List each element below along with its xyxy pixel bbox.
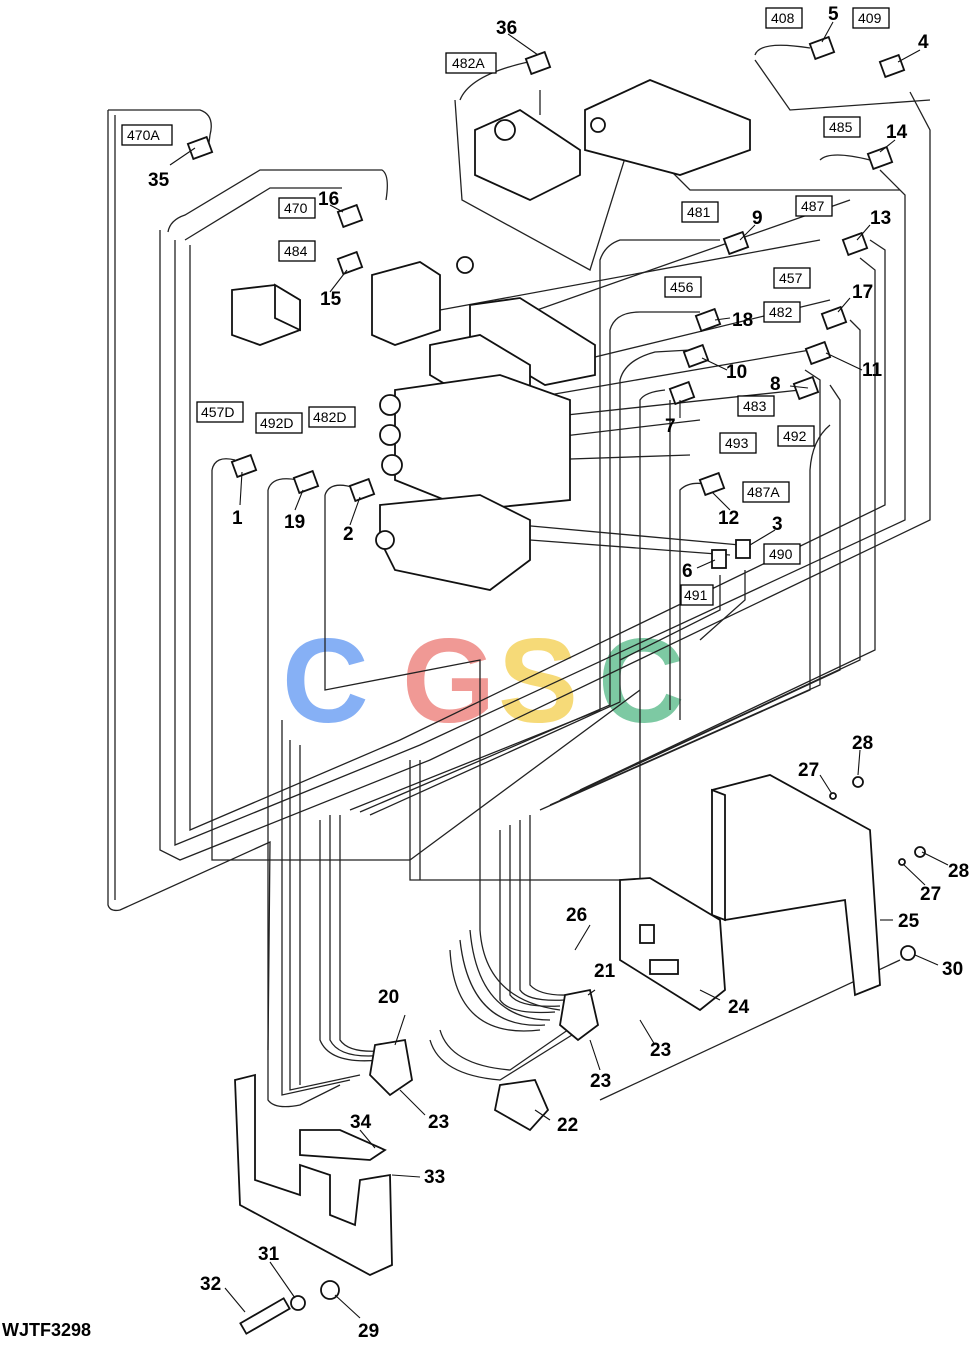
callout-1: 1 — [232, 508, 243, 529]
wire-label-481: 481 — [687, 204, 711, 220]
callout-10: 10 — [726, 362, 747, 383]
wire-label-457D: 457D — [201, 404, 234, 420]
wire-label-408: 408 — [771, 10, 795, 26]
leader-lines — [169, 21, 949, 1319]
callout-34: 34 — [350, 1112, 372, 1133]
callout-20: 20 — [378, 987, 399, 1008]
wire-label-409: 409 — [858, 10, 882, 26]
wire-label-482A: 482A — [452, 55, 485, 71]
wire-label-487: 487 — [801, 198, 825, 214]
wire-label-box — [308, 406, 356, 428]
wire-label-box — [773, 267, 811, 289]
wire-label-box — [823, 116, 861, 138]
wire-label-box — [737, 395, 775, 417]
connector-set — [186, 35, 906, 569]
callout-12: 12 — [718, 508, 739, 529]
wire-label-492: 492 — [783, 428, 807, 444]
figure-id: WJTF3298 — [2, 1320, 92, 1340]
callout-8: 8 — [770, 374, 781, 395]
wire-label-484: 484 — [284, 243, 308, 259]
wire-label-box — [795, 195, 833, 217]
callout-15: 15 — [320, 289, 342, 310]
callout-28: 28 — [948, 861, 969, 882]
wire-label-456: 456 — [670, 279, 694, 295]
callout-6: 6 — [682, 561, 693, 582]
wire-label-box — [719, 432, 757, 454]
wire-label-box — [196, 401, 244, 423]
wire-label-470A: 470A — [127, 127, 160, 143]
wire-label-470: 470 — [284, 200, 308, 216]
callout-22: 22 — [557, 1115, 578, 1136]
callout-35: 35 — [148, 170, 170, 191]
callout-7: 7 — [665, 416, 676, 437]
callout-27: 27 — [920, 884, 941, 905]
watermark-letter-3: S — [498, 614, 578, 748]
wire-label-490: 490 — [769, 546, 793, 562]
callout-11: 11 — [862, 360, 883, 381]
callout-16: 16 — [318, 189, 339, 210]
callout-23: 23 — [590, 1071, 611, 1092]
callout-9: 9 — [752, 208, 763, 229]
wire-label-box — [664, 276, 702, 298]
callout-2: 2 — [343, 524, 354, 545]
watermark: C G S C — [282, 614, 685, 748]
wire-label-483: 483 — [743, 398, 767, 414]
callout-5: 5 — [828, 4, 839, 25]
callout-30: 30 — [942, 959, 963, 980]
wire-label-box — [445, 52, 497, 74]
callout-24: 24 — [728, 997, 750, 1018]
callout-29: 29 — [358, 1321, 379, 1342]
callout-14: 14 — [886, 122, 908, 143]
callout-23: 23 — [428, 1112, 449, 1133]
wire-label-482D: 482D — [313, 409, 346, 425]
wire-label-482: 482 — [769, 304, 793, 320]
valve-assembly — [231, 79, 751, 591]
callout-32: 32 — [200, 1274, 221, 1295]
callout-27: 27 — [798, 760, 819, 781]
callout-25: 25 — [898, 911, 920, 932]
callout-23: 23 — [650, 1040, 671, 1061]
wire-label-box — [278, 197, 316, 219]
callout-26: 26 — [566, 905, 587, 926]
wire-label-box — [680, 584, 714, 606]
wire-label-box — [777, 425, 815, 447]
callout-28: 28 — [852, 733, 873, 754]
watermark-letter-2: G — [402, 614, 495, 748]
wire-labels: 482A 408 409 470A 485 470 484 481 487 45… — [121, 7, 890, 606]
callout-31: 31 — [258, 1244, 280, 1265]
wire-label-492D: 492D — [260, 415, 293, 431]
callout-numbers: 36 5 4 14 35 16 15 9 13 18 17 10 11 8 7 … — [148, 4, 969, 1342]
wire-label-491: 491 — [684, 587, 708, 603]
wire-label-box — [121, 124, 173, 146]
wire-label-457: 457 — [779, 270, 803, 286]
wire-label-box — [255, 412, 303, 434]
wire-label-box — [763, 301, 801, 323]
callout-13: 13 — [870, 208, 891, 229]
callout-3: 3 — [772, 514, 783, 535]
wire-label-box — [765, 7, 803, 29]
wire-label-box — [763, 543, 801, 565]
wire-label-487A: 487A — [747, 484, 780, 500]
wire-label-box — [681, 201, 719, 223]
wire-label-box — [742, 481, 790, 503]
callout-18: 18 — [732, 310, 753, 331]
display-and-bracket — [234, 774, 926, 1335]
callout-4: 4 — [918, 32, 929, 53]
wire-label-box — [278, 240, 316, 262]
callout-21: 21 — [594, 961, 616, 982]
wire-label-485: 485 — [829, 119, 853, 135]
callout-19: 19 — [284, 512, 305, 533]
wire-label-493: 493 — [725, 435, 749, 451]
callout-36: 36 — [496, 18, 517, 39]
callout-17: 17 — [852, 282, 873, 303]
wire-label-box — [852, 7, 890, 29]
callout-33: 33 — [424, 1167, 445, 1188]
